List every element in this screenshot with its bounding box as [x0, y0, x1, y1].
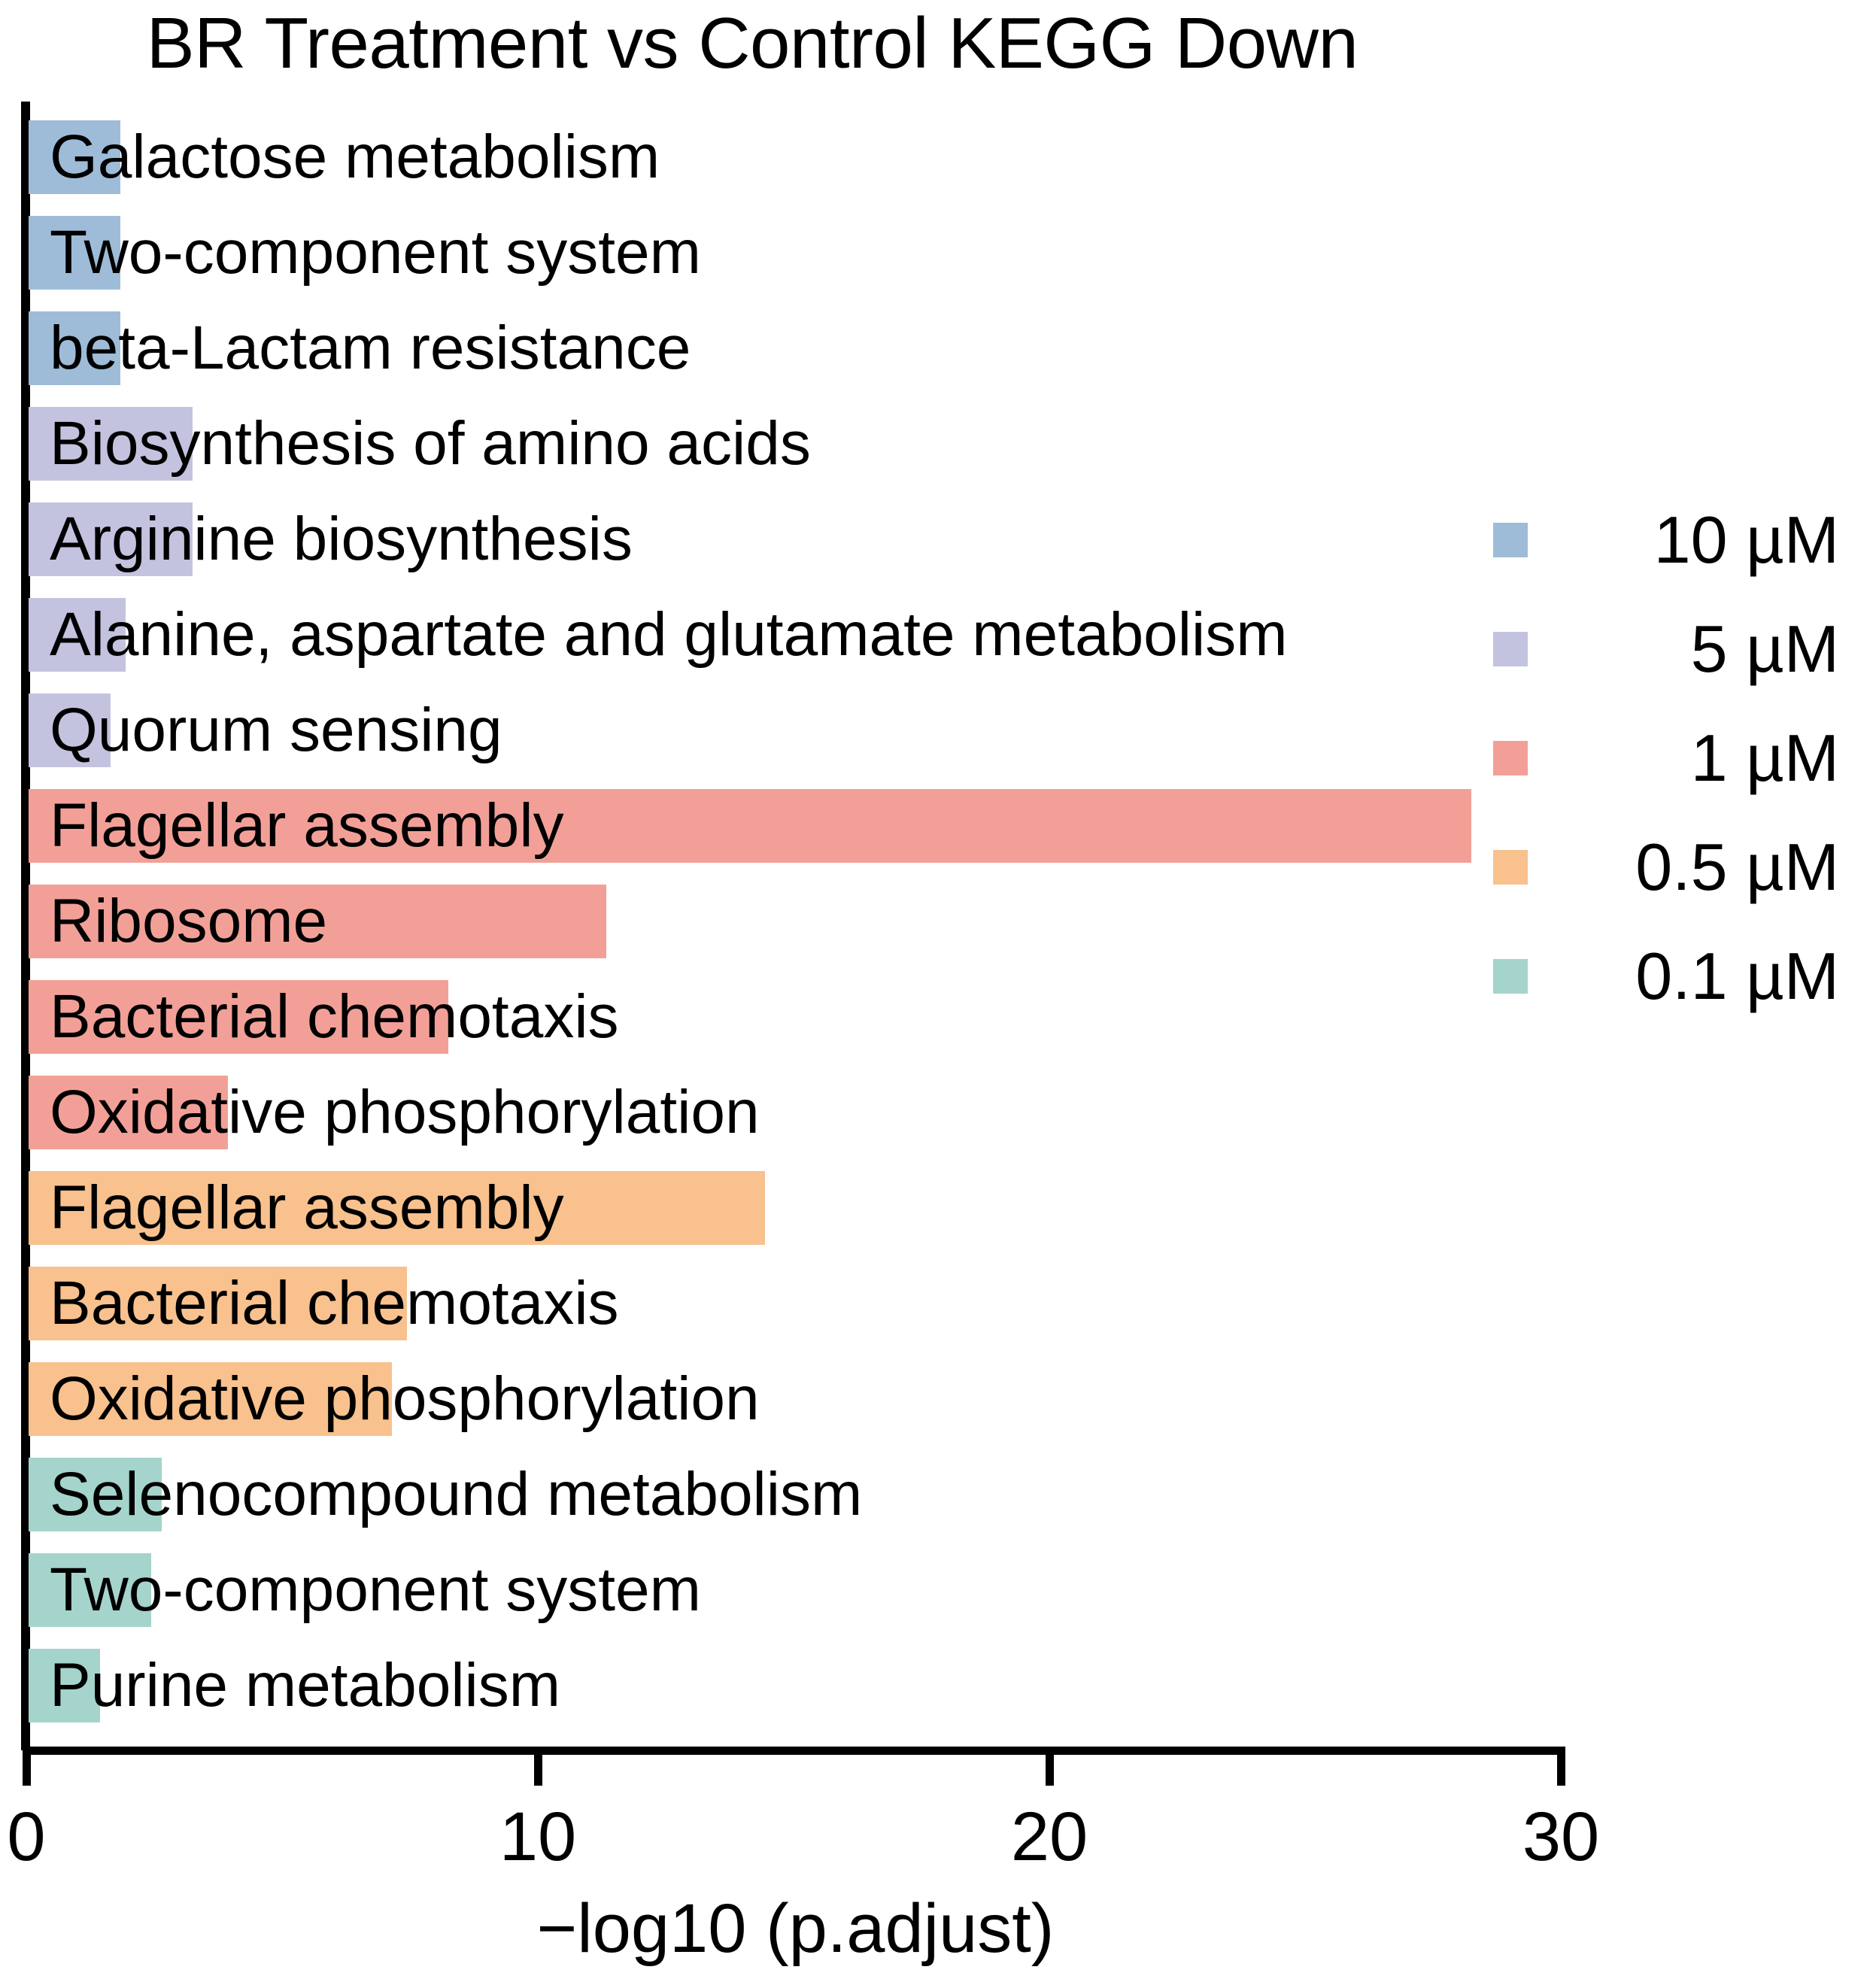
- bar: [29, 502, 193, 576]
- bar: [29, 1553, 152, 1627]
- legend-label: 0.1 µM: [1635, 939, 1839, 1013]
- bar-label: Selenocompound metabolism: [50, 1460, 863, 1528]
- x-axis-tick-label: 30: [1522, 1798, 1600, 1875]
- legend-swatch-icon: [1493, 741, 1528, 775]
- bar-label: beta-Lactam resistance: [50, 314, 691, 382]
- x-axis-tick: [1046, 1747, 1054, 1786]
- bar: [29, 216, 121, 290]
- x-axis-tick: [23, 1747, 31, 1786]
- bar: [29, 694, 111, 767]
- y-axis-line: [21, 102, 30, 1750]
- legend-item[interactable]: 0.5 µM: [1493, 832, 1854, 903]
- bar: [29, 1076, 229, 1149]
- bar: [29, 885, 607, 958]
- bar: [29, 407, 193, 481]
- x-axis-tick: [1557, 1747, 1565, 1786]
- x-axis-tick-label: 0: [7, 1798, 46, 1875]
- x-axis-tick-label: 20: [1010, 1798, 1088, 1875]
- bar: [29, 1458, 162, 1531]
- legend-label: 10 µM: [1653, 502, 1839, 577]
- bar: [29, 311, 121, 385]
- bar-label: Purine metabolism: [50, 1651, 561, 1719]
- x-axis-tick: [534, 1747, 542, 1786]
- legend-label: 0.5 µM: [1635, 830, 1839, 904]
- legend-label: 1 µM: [1690, 721, 1839, 795]
- page-title: BR Treatment vs Control KEGG Down: [146, 3, 1359, 83]
- legend-item[interactable]: 1 µM: [1493, 723, 1854, 794]
- legend-item[interactable]: 5 µM: [1493, 614, 1854, 684]
- bar: [29, 1267, 408, 1340]
- bar-label: Alanine, aspartate and glutamate metabol…: [50, 600, 1288, 669]
- legend-swatch-icon: [1493, 523, 1528, 557]
- legend-item[interactable]: 0.1 µM: [1493, 941, 1854, 1012]
- bar: [29, 1171, 766, 1245]
- legend-swatch-icon: [1493, 850, 1528, 885]
- x-axis-tick-label: 10: [499, 1798, 577, 1875]
- x-axis-line: [25, 1747, 1565, 1755]
- bar-label: Galactose metabolism: [50, 123, 660, 191]
- bar: [29, 120, 121, 194]
- bar: [29, 980, 448, 1054]
- bar: [29, 1649, 101, 1722]
- x-axis-title: −log10 (p.adjust): [536, 1890, 1055, 1967]
- bar: [29, 598, 126, 672]
- bar: [29, 1362, 392, 1436]
- legend-swatch-icon: [1493, 632, 1528, 666]
- bar-label: Two-component system: [50, 218, 701, 287]
- bar: [29, 789, 1471, 863]
- legend-swatch-icon: [1493, 959, 1528, 994]
- legend-label: 5 µM: [1690, 612, 1839, 686]
- legend-item[interactable]: 10 µM: [1493, 505, 1854, 575]
